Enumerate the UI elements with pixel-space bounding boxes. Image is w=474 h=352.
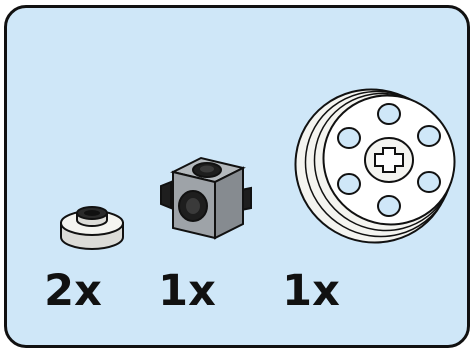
quantity-label: 2x [44,266,102,316]
round-plate-icon [57,201,127,261]
parts-list-callout: 2x 1x 1x [4,5,470,348]
brick-with-side-studs-icon [159,150,259,248]
quantity-label: 1x [282,266,340,316]
quantity-label: 1x [158,266,216,316]
wheel-pulley-icon [289,78,474,248]
